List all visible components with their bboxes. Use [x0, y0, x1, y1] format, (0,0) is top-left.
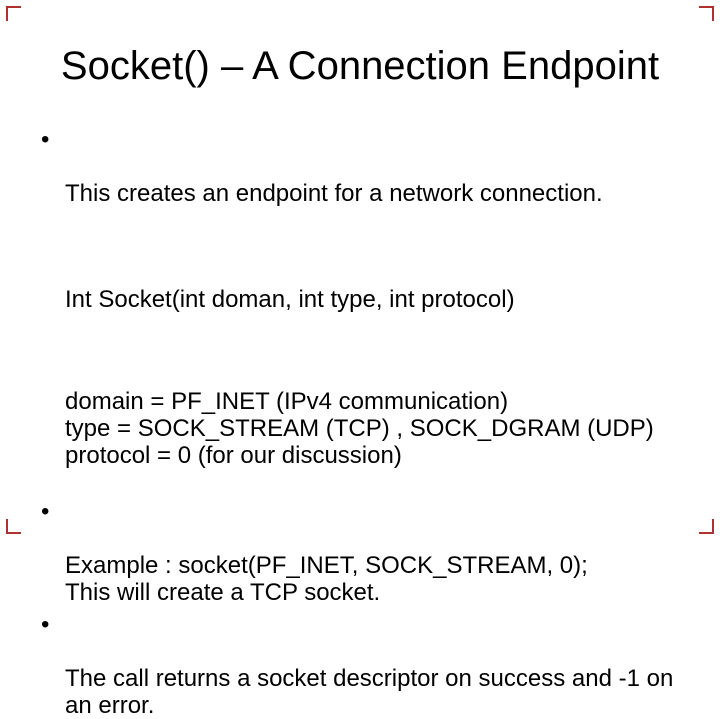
text-block: • The call returns a socket descriptor o…	[40, 611, 688, 719]
text-lines: Int Socket(int doman, int type, int prot…	[65, 286, 515, 313]
bullet-icon: •	[41, 611, 50, 638]
crop-mark-bottom-left-icon	[6, 519, 21, 534]
slide-title: Socket() – A Connection Endpoint	[60, 44, 660, 88]
text-lines: domain = PF_INET (IPv4 communication) ty…	[65, 388, 654, 469]
crop-mark-bottom-right-icon	[699, 519, 714, 534]
text-lines: The call returns a socket descriptor on …	[65, 665, 674, 719]
bullet-icon: •	[41, 498, 50, 525]
crop-mark-top-right-icon	[699, 6, 714, 21]
crop-mark-top-left-icon	[6, 6, 21, 21]
text-block: • Int Socket(int doman, int type, int pr…	[40, 232, 688, 313]
text-block: • Example : socket(PF_INET, SOCK_STREAM,…	[40, 498, 688, 606]
text-lines: This creates an endpoint for a network c…	[65, 180, 603, 207]
slide-canvas: Socket() – A Connection Endpoint • This …	[6, 6, 714, 719]
text-block: • domain = PF_INET (IPv4 communication) …	[40, 334, 688, 469]
text-block: • This creates an endpoint for a network…	[40, 126, 688, 207]
text-lines: Example : socket(PF_INET, SOCK_STREAM, 0…	[65, 552, 588, 606]
bullet-icon: •	[41, 126, 50, 153]
slide-body: • This creates an endpoint for a network…	[40, 126, 688, 719]
